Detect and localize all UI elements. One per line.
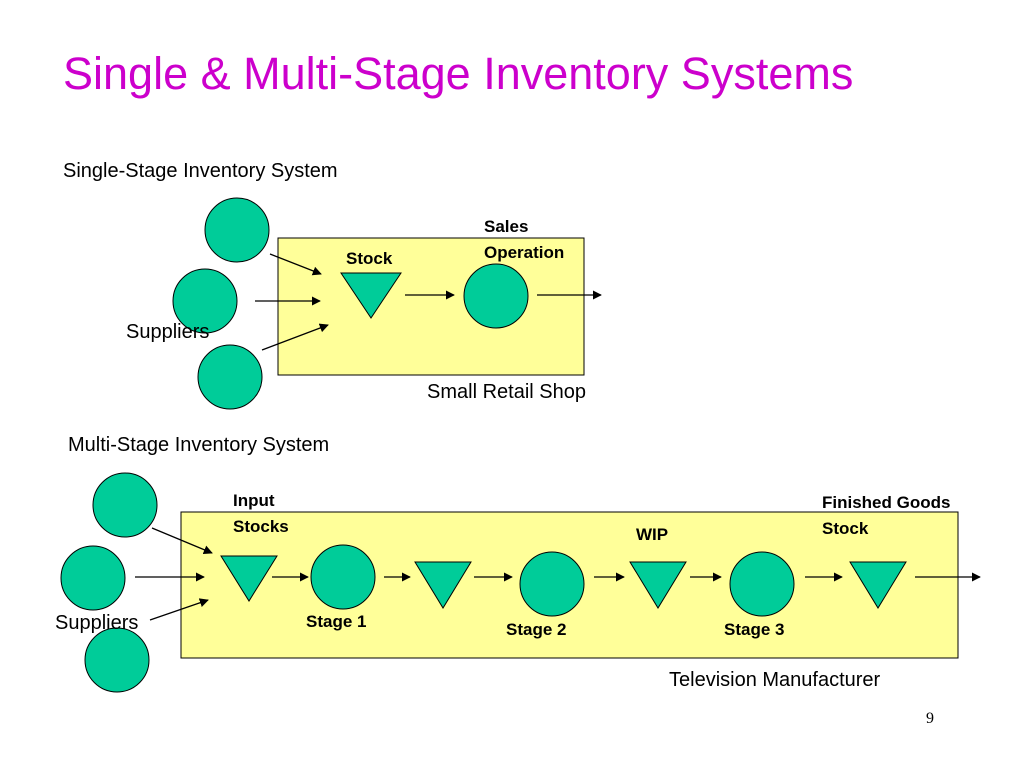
wip-triangle [414, 561, 472, 609]
stage-1-circle [310, 544, 376, 610]
wip-label: WIP [636, 525, 669, 544]
sales-operation-line-2: Operation [484, 243, 565, 262]
arrow [151, 527, 213, 555]
supplier-circle [197, 344, 263, 410]
stage-3-label: Stage 3 [724, 620, 785, 639]
finished-goods-triangle [849, 561, 907, 609]
finished-goods-line-2: Stock [822, 519, 869, 538]
input-stock-triangle [220, 555, 278, 602]
stage-2-label: Stage 2 [506, 620, 567, 639]
arrow [149, 598, 209, 621]
sales-operation-circle [463, 263, 529, 329]
arrow [269, 253, 322, 276]
stock-triangle [340, 272, 402, 319]
single-stage-heading: Single-Stage Inventory System [63, 160, 338, 182]
slide-title: Single & Multi-Stage Inventory Systems [63, 48, 854, 99]
supplier-circle [204, 197, 270, 263]
supplier-circle [172, 268, 238, 334]
arrow [261, 323, 329, 351]
supplier-circle [60, 545, 126, 611]
stage-3-circle [729, 551, 795, 617]
television-manufacturer-label: Television Manufacturer [669, 669, 881, 691]
input-stocks-line-2: Stocks [233, 517, 289, 536]
supplier-circle [84, 627, 150, 693]
supplier-circle [92, 472, 158, 538]
small-retail-shop-label: Small Retail Shop [427, 381, 586, 403]
input-stocks-label: Input Stocks [233, 488, 289, 540]
small-retail-shop-box [277, 237, 585, 376]
finished-goods-line-1: Finished Goods [822, 493, 951, 512]
suppliers-label: Suppliers [55, 612, 139, 634]
sales-operation-label: Sales Operation [484, 214, 564, 266]
finished-goods-stock-label: Finished Goods Stock [822, 490, 950, 542]
stock-label: Stock [346, 249, 393, 268]
stage-2-circle [519, 551, 585, 617]
wip-triangle [629, 561, 687, 609]
sales-operation-line-1: Sales [484, 217, 529, 236]
input-stocks-line-1: Input [233, 491, 275, 510]
stage-1-label: Stage 1 [306, 612, 367, 631]
multi-stage-heading: Multi-Stage Inventory System [68, 434, 330, 456]
page-number: 9 [926, 710, 934, 727]
suppliers-label: Suppliers [126, 321, 210, 343]
